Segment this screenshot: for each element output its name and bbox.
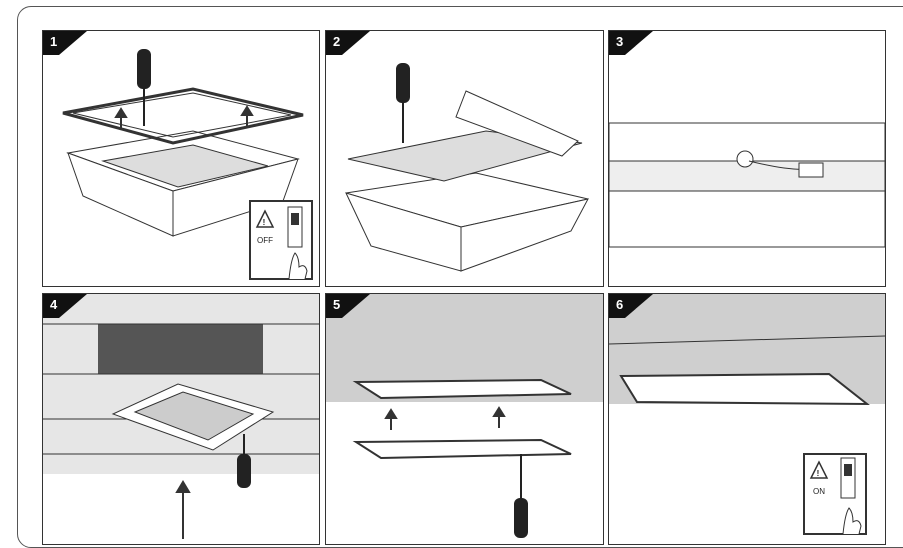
svg-text:!: ! bbox=[817, 469, 820, 478]
step-3-illustration bbox=[609, 122, 885, 248]
power-switch-off-icon: ! OFF bbox=[249, 200, 313, 280]
up-arrow-icon bbox=[384, 408, 398, 430]
step-6-illustration: ! ON bbox=[609, 294, 885, 535]
step-number-4: 4 bbox=[50, 297, 58, 312]
step-2-illustration bbox=[345, 63, 589, 272]
step-5-illustration bbox=[326, 294, 603, 538]
power-switch-on-icon: ! ON bbox=[803, 453, 867, 535]
step-panel-2: 2 bbox=[325, 30, 604, 287]
step-number-3: 3 bbox=[616, 34, 624, 49]
switch-on-label: ON bbox=[813, 487, 825, 496]
step-number-1: 1 bbox=[50, 34, 58, 49]
up-arrow-icon bbox=[240, 105, 254, 127]
step-number-6: 6 bbox=[616, 297, 624, 312]
screwdriver-icon bbox=[137, 49, 151, 126]
screwdriver-icon bbox=[514, 454, 528, 538]
step-panel-3: 3 bbox=[608, 30, 886, 287]
step-number-5: 5 bbox=[333, 297, 341, 312]
screwdriver-icon bbox=[237, 434, 251, 488]
step-number-2: 2 bbox=[333, 34, 341, 49]
step-1-illustration: ! OFF bbox=[62, 49, 313, 280]
svg-text:!: ! bbox=[263, 218, 266, 227]
screwdriver-icon bbox=[396, 63, 410, 143]
step-panel-6: ! ON 6 bbox=[608, 293, 886, 545]
up-arrow-icon bbox=[175, 480, 191, 539]
up-arrow-icon bbox=[114, 107, 128, 129]
up-arrow-icon bbox=[492, 406, 506, 428]
step-panel-4: 4 bbox=[42, 293, 320, 545]
step-panel-1: ! OFF 1 bbox=[42, 30, 320, 287]
switch-off-label: OFF bbox=[257, 236, 273, 245]
wire-connector-icon bbox=[736, 150, 824, 178]
step-panel-5: 5 bbox=[325, 293, 604, 545]
step-4-illustration bbox=[43, 294, 319, 539]
led-module-grid bbox=[101, 144, 269, 188]
